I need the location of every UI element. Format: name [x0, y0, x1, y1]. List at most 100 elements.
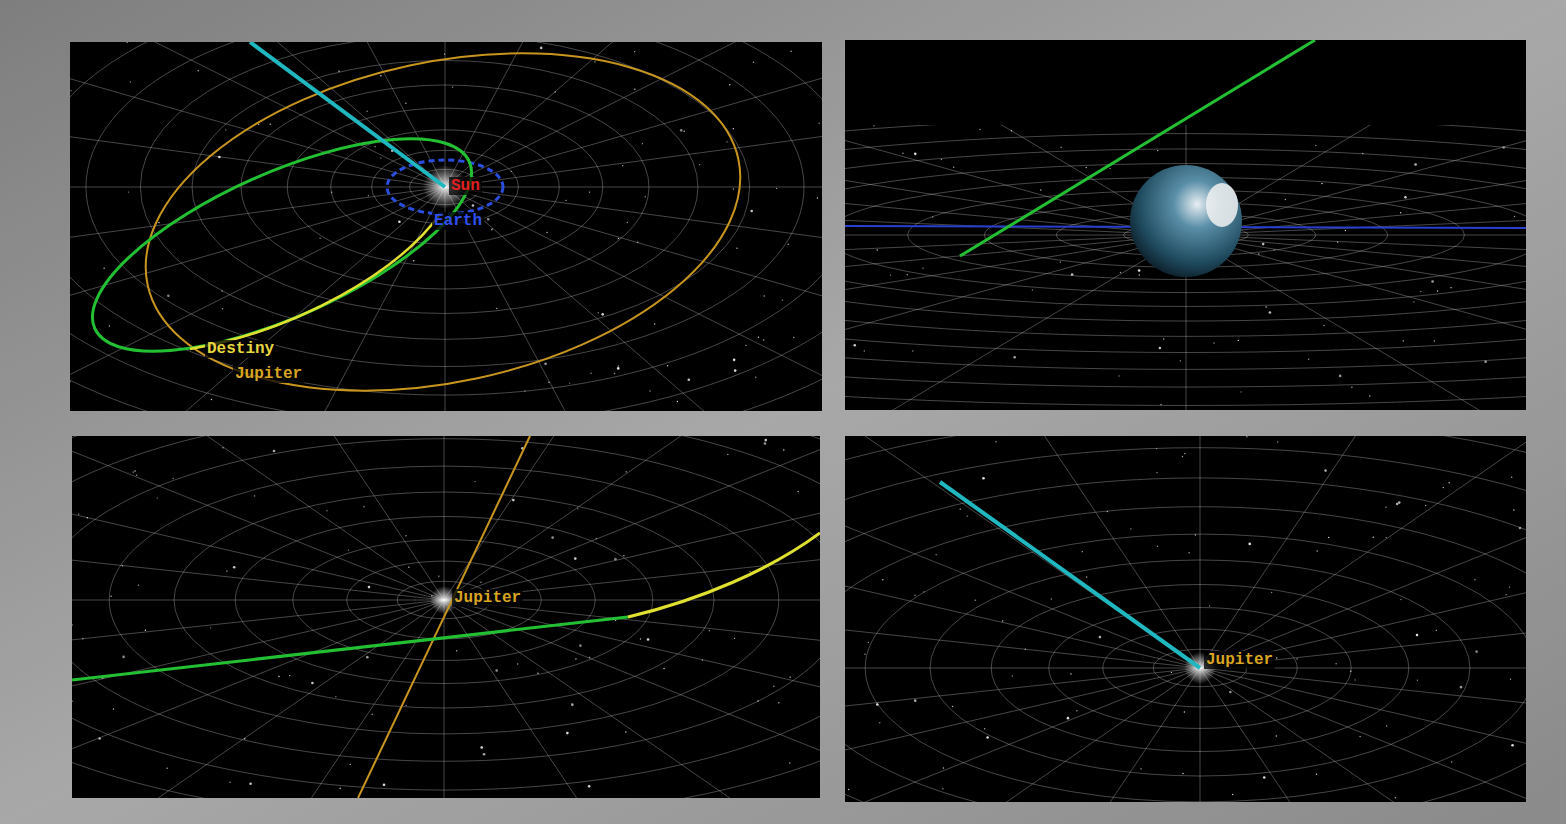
- star: [579, 644, 582, 647]
- grid-ring: [72, 436, 820, 798]
- star: [1040, 189, 1041, 190]
- star: [975, 599, 976, 600]
- star: [634, 51, 635, 52]
- star: [782, 300, 783, 301]
- star: [198, 70, 199, 71]
- star: [1460, 686, 1463, 689]
- grid-ring: [72, 436, 820, 798]
- star: [1240, 391, 1241, 392]
- grid-spoke: [1200, 668, 1526, 802]
- star: [158, 222, 159, 223]
- grid-spoke: [70, 187, 445, 188]
- star: [882, 579, 883, 580]
- star: [967, 515, 968, 516]
- grid-spoke: [72, 436, 444, 600]
- star: [984, 728, 985, 729]
- star: [1434, 340, 1435, 341]
- star: [544, 363, 547, 366]
- star: [1076, 710, 1077, 711]
- star: [1262, 243, 1265, 246]
- star: [1002, 620, 1003, 621]
- star: [372, 713, 373, 714]
- star: [733, 188, 734, 189]
- star: [222, 308, 223, 309]
- grid-spoke: [444, 600, 820, 798]
- spacecraft-label: Destiny: [205, 340, 276, 358]
- star: [787, 243, 788, 244]
- star: [577, 508, 578, 509]
- grid-ring: [845, 436, 1526, 802]
- star: [1425, 505, 1426, 506]
- star: [1335, 663, 1336, 664]
- star: [1258, 253, 1259, 254]
- grid-ring: [70, 42, 822, 411]
- grid-spoke: [70, 42, 445, 187]
- star: [311, 682, 314, 685]
- star: [1474, 579, 1475, 580]
- star: [126, 42, 127, 43]
- star: [1099, 636, 1102, 639]
- star: [684, 131, 685, 132]
- star: [1013, 356, 1016, 359]
- star: [1060, 261, 1061, 262]
- star: [1263, 776, 1266, 779]
- star: [472, 204, 475, 207]
- grid-spoke: [845, 436, 1200, 668]
- star: [496, 308, 497, 309]
- star: [229, 782, 230, 783]
- jupiter-arrival: [940, 482, 1216, 684]
- grid-ring: [845, 436, 1526, 802]
- star: [1269, 311, 1272, 314]
- star: [138, 584, 139, 585]
- star: [173, 478, 174, 479]
- grid-spoke: [72, 600, 444, 798]
- grid-spoke: [70, 42, 445, 187]
- polar-grid: [845, 436, 1526, 802]
- grid-spoke: [845, 235, 1186, 410]
- grid-spoke: [445, 187, 822, 411]
- star: [634, 89, 635, 90]
- star: [817, 197, 818, 198]
- grid-spoke: [1186, 235, 1526, 410]
- grid-spoke: [445, 187, 822, 411]
- star: [1067, 717, 1070, 720]
- star: [618, 365, 619, 366]
- star: [622, 165, 623, 166]
- star: [289, 675, 290, 676]
- star: [145, 630, 146, 631]
- star: [1373, 537, 1374, 538]
- star: [594, 61, 595, 62]
- star: [1265, 306, 1266, 307]
- star: [380, 157, 381, 158]
- grid-ring: [72, 436, 820, 798]
- star: [405, 103, 406, 104]
- star: [726, 141, 727, 142]
- star: [864, 654, 865, 655]
- star: [750, 210, 753, 213]
- star: [793, 337, 794, 338]
- star: [935, 554, 936, 555]
- star: [1138, 269, 1141, 272]
- star: [890, 274, 891, 275]
- star: [1139, 274, 1140, 275]
- grid-spoke: [70, 187, 445, 411]
- star: [625, 731, 626, 732]
- star: [540, 47, 543, 50]
- star: [1448, 482, 1449, 483]
- star: [623, 555, 624, 556]
- grid-spoke: [444, 436, 820, 600]
- star: [1118, 375, 1119, 376]
- star: [709, 630, 710, 631]
- star: [982, 477, 985, 480]
- grid-spoke: [845, 436, 1200, 668]
- grid-spoke: [845, 235, 1186, 410]
- grid-spoke: [445, 187, 822, 411]
- grid-spoke: [1186, 235, 1526, 410]
- star: [818, 122, 819, 123]
- grid-spoke: [444, 436, 820, 600]
- grid-spoke: [72, 436, 444, 600]
- star: [1182, 456, 1183, 457]
- star: [1509, 586, 1510, 587]
- star: [1345, 230, 1346, 231]
- grid-ring: [845, 448, 1526, 802]
